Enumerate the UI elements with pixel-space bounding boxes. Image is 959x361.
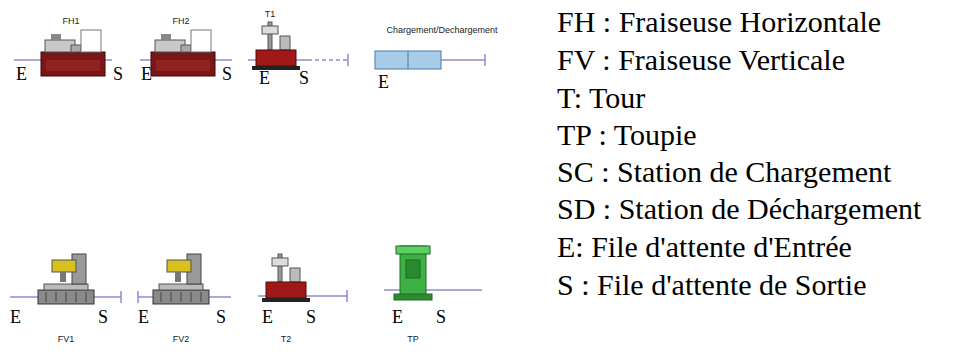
machine-node: T1: [256, 22, 296, 70]
abbreviation-key: E: File d'attente d'Entrée: [557, 230, 852, 264]
horizontal-mill-icon: [151, 30, 215, 76]
line-end-tick: [347, 54, 349, 66]
spindle-moulder-icon: [394, 246, 432, 300]
abbreviation-key: FV : Fraiseuse Verticale: [557, 43, 845, 77]
loading-station-box: [375, 51, 441, 69]
machine-node: FV1: [38, 254, 94, 306]
queue-marker: S: [113, 64, 123, 84]
loading-station-divider: [408, 51, 409, 69]
machine-node: T2: [262, 254, 310, 306]
machine-node: FH2: [151, 30, 215, 76]
queue-marker: E: [16, 64, 27, 84]
line-end-tick: [484, 54, 486, 66]
queue-marker: S: [216, 307, 226, 327]
queue-marker: S: [98, 307, 108, 327]
machine-name: T1: [265, 9, 276, 20]
queue-marker: E: [10, 307, 21, 327]
queue-marker: E: [378, 72, 389, 92]
conveyor-line: [384, 289, 482, 291]
line-end-tick: [120, 291, 122, 303]
queue-marker: S: [299, 68, 309, 88]
queue-marker: S: [306, 307, 316, 327]
queue-marker: S: [222, 64, 232, 84]
queue-marker: E: [392, 307, 403, 327]
lathe-icon: [252, 22, 300, 70]
abbreviation-key: S : File d'attente de Sortie: [557, 268, 867, 302]
vertical-mill-icon: [38, 254, 94, 304]
queue-marker: E: [259, 68, 270, 88]
line-end-tick: [137, 291, 139, 303]
machine-name: Chargement/Dechargement: [386, 25, 497, 36]
vertical-mill-icon: [153, 254, 209, 304]
machine-node: FV2: [153, 254, 209, 306]
line-end-tick: [346, 290, 348, 302]
abbreviation-key: SC : Station de Chargement: [557, 155, 891, 189]
horizontal-mill-icon: [41, 30, 105, 76]
machine-name: TP: [407, 334, 419, 345]
conveyor-line: [441, 59, 485, 61]
machine-name: FH2: [172, 16, 189, 27]
abbreviation-key: FH : Fraiseuse Horizontale: [557, 5, 881, 39]
loading-station-node: Chargement/Dechargement: [375, 51, 441, 69]
conveyor-dashed-line: [308, 59, 347, 61]
abbreviation-key: SD : Station de Déchargement: [557, 192, 921, 226]
queue-marker: E: [138, 307, 149, 327]
machine-name: FH1: [62, 16, 79, 27]
queue-marker: E: [262, 307, 273, 327]
machine-name: FV1: [58, 334, 75, 345]
queue-marker: E: [141, 64, 152, 84]
abbreviation-key: TP : Toupie: [557, 118, 697, 152]
abbreviation-key: T: Tour: [557, 81, 645, 115]
machine-node: TP: [394, 246, 432, 306]
machine-name: T2: [281, 334, 292, 345]
machine-name: FV2: [173, 334, 190, 345]
lathe-icon: [262, 254, 310, 302]
queue-marker: S: [436, 307, 446, 327]
machine-node: FH1: [41, 30, 105, 76]
